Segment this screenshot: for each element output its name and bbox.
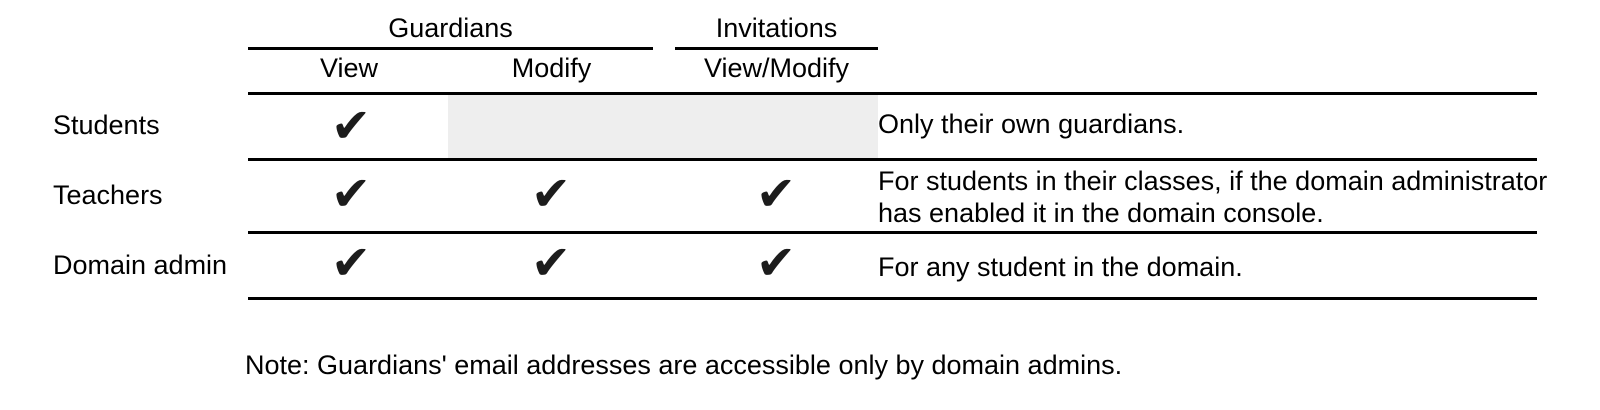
table-rule-students bbox=[248, 158, 1537, 161]
table-rule-teachers bbox=[248, 231, 1537, 234]
column-group-guardians: Guardians bbox=[388, 13, 513, 43]
check-icon: ✔ bbox=[330, 166, 372, 222]
check-icon: ✔ bbox=[330, 98, 372, 154]
row-label-domain-admin: Domain admin bbox=[53, 250, 228, 280]
row-note-domain-admin: For any student in the domain. bbox=[878, 252, 1243, 282]
check-icon: ✔ bbox=[755, 235, 797, 291]
column-header-view: View bbox=[319, 53, 379, 83]
check-icon: ✔ bbox=[330, 235, 372, 291]
footnote: Note: Guardians' email addresses are acc… bbox=[245, 350, 1123, 380]
check-icon: ✔ bbox=[755, 166, 797, 222]
cell-students-disabled-span bbox=[448, 95, 878, 158]
row-label-teachers: Teachers bbox=[53, 180, 163, 210]
row-label-students: Students bbox=[53, 110, 160, 140]
table-rule-bottom bbox=[248, 297, 1537, 300]
column-header-modify: Modify bbox=[511, 53, 592, 83]
guardians-group-underline bbox=[248, 47, 653, 50]
row-note-students: Only their own guardians. bbox=[878, 109, 1185, 139]
table-rule-header bbox=[248, 92, 1537, 95]
row-note-teachers: For students in their classes, if the do… bbox=[878, 166, 1548, 228]
column-group-invitations: Invitations bbox=[715, 13, 838, 43]
invitations-group-underline bbox=[675, 47, 878, 50]
column-header-view-modify: View/Modify bbox=[703, 53, 850, 83]
check-icon: ✔ bbox=[530, 166, 572, 222]
check-icon: ✔ bbox=[530, 235, 572, 291]
